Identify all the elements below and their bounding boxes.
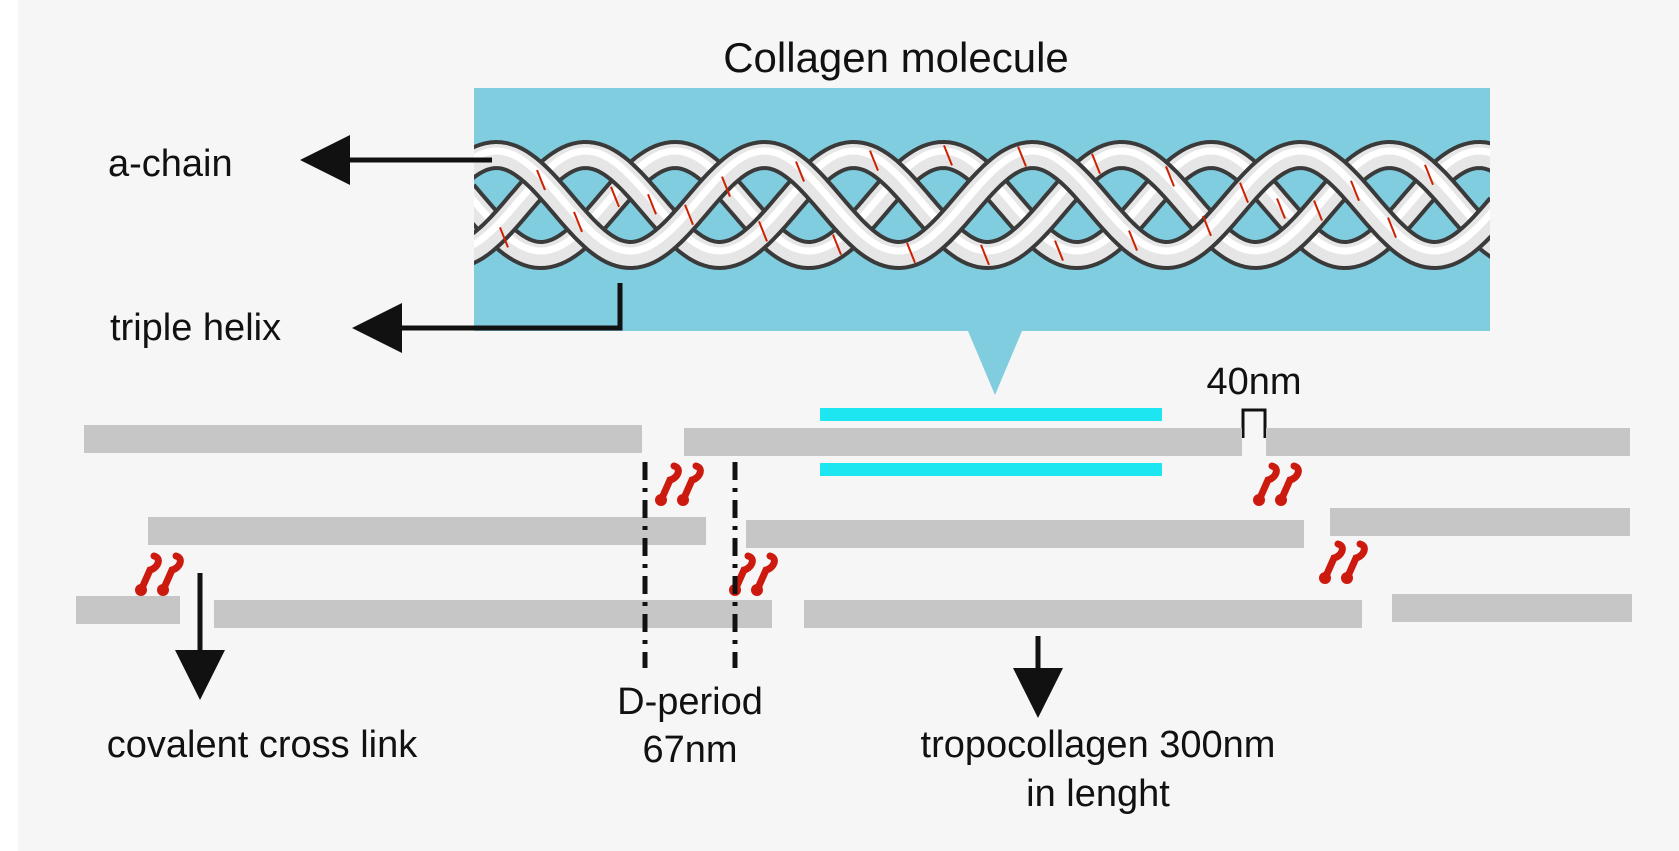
callout-pointer [968, 331, 1022, 395]
d-period-label: D-period [617, 681, 763, 723]
triple-helix-label: triple helix [110, 307, 281, 349]
residue-mark [1424, 164, 1434, 186]
residue-mark [1387, 217, 1397, 238]
alpha-chain-highlight [474, 147, 1490, 255]
tropocollagen-bar [1392, 594, 1632, 622]
highlight-bottom [820, 463, 1162, 476]
residue-mark [906, 242, 916, 264]
residue-mark [1276, 198, 1286, 219]
tropocollagen-bar [76, 596, 180, 624]
residue-mark [758, 220, 768, 242]
residue-mark [1202, 215, 1212, 237]
residue-mark [684, 204, 694, 226]
highlight-top [820, 408, 1162, 421]
residue-mark [1350, 180, 1360, 202]
residue-mark [1239, 182, 1249, 203]
residue-mark [832, 234, 842, 255]
residue-mark [573, 211, 583, 233]
tropocollagen-bar [1330, 508, 1630, 536]
residue-mark [1091, 153, 1101, 175]
triple-helix-arrow [352, 283, 623, 353]
residue-mark [795, 161, 805, 182]
residue-mark [1165, 166, 1175, 187]
residue-mark [869, 150, 879, 171]
residue-mark [499, 226, 509, 248]
residue-mark [1313, 200, 1323, 221]
residue-mark [610, 186, 620, 208]
alpha-chain-label: a-chain [108, 143, 233, 185]
triple-helix [474, 139, 1490, 271]
residue-mark [647, 193, 657, 215]
d-period-value: 67nm [642, 729, 737, 771]
residue-mark [980, 244, 990, 266]
alpha-chain-highlight [474, 147, 1490, 255]
residue-mark [1054, 240, 1064, 261]
tropocollagen-label-line2: in lenght [1026, 773, 1170, 815]
tropocollagen-bar [804, 600, 1362, 628]
tropocollagen-bar [746, 520, 1304, 548]
tropocollagen-bar [148, 517, 706, 545]
residue-mark [536, 169, 546, 191]
tropocollagen-bar [84, 425, 642, 453]
gap-size-label: 40nm [1206, 361, 1301, 403]
residue-mark [943, 144, 953, 166]
tropocollagen-bar [214, 600, 772, 628]
diagram-title: Collagen molecule [723, 34, 1069, 81]
residue-mark [1017, 146, 1027, 167]
residue-mark [721, 176, 731, 198]
gap-bracket [1241, 408, 1267, 438]
tropocollagen-label: tropocollagen 300nm [921, 724, 1276, 766]
tropocollagen-bar [684, 428, 1242, 456]
cross-link-label: covalent cross link [107, 724, 418, 766]
tropocollagen-bar [1266, 428, 1630, 456]
residue-mark [1128, 230, 1138, 251]
